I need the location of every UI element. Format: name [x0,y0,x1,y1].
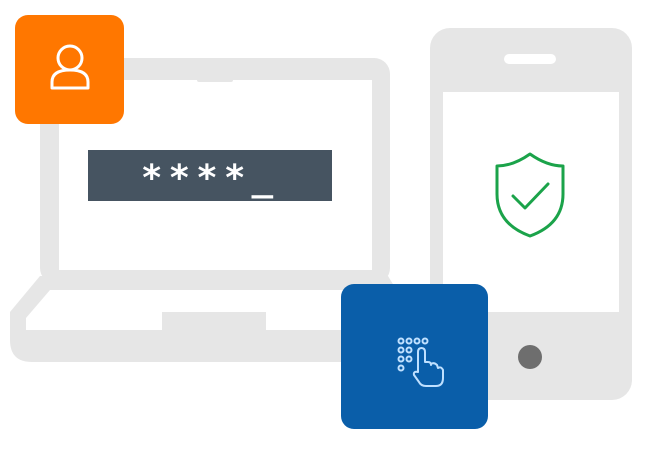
user-icon [50,44,90,90]
user-tile [15,15,124,124]
password-field-value: ****_ [141,158,279,199]
laptop-trackpad-notch [162,312,266,330]
keypad-tap-icon [397,337,444,387]
phone-speaker [504,54,556,64]
laptop-keyboard-deck [26,290,394,330]
password-field-box [88,150,332,201]
keypad-tile [341,284,488,429]
phone-home-button[interactable] [518,345,542,369]
laptop-camera-notch [197,74,233,82]
password-field[interactable]: ****_ [88,150,332,201]
shield-check-icon [495,152,565,238]
